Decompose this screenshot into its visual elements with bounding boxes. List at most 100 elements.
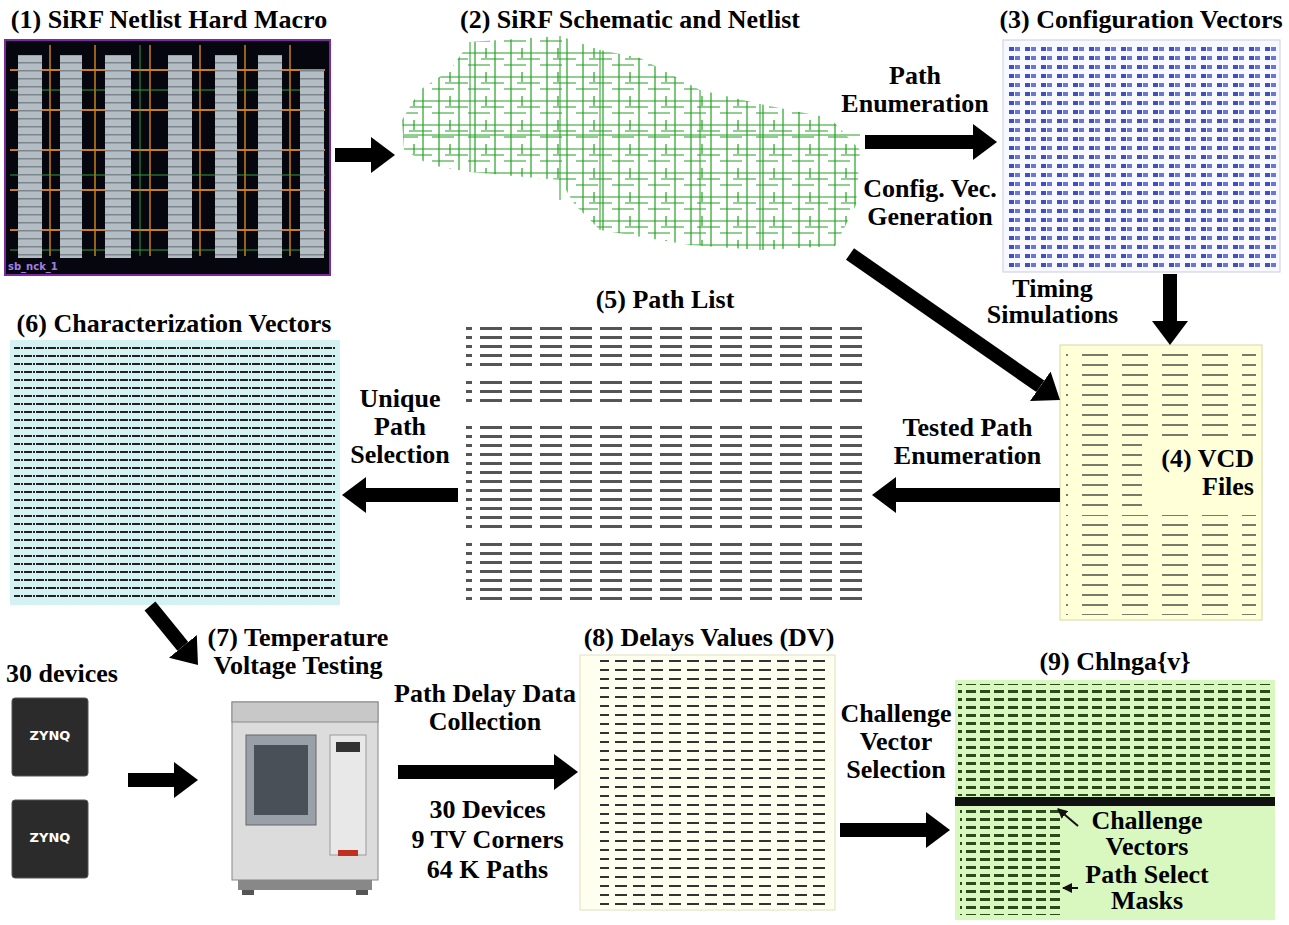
arrow-label: Unique Path Selection bbox=[345, 385, 455, 469]
listing-rows bbox=[1066, 442, 1142, 512]
panel: (8) Delays Values (DV) bbox=[578, 624, 840, 914]
panel: 30 devices bbox=[6, 660, 128, 885]
panel-display bbox=[336, 742, 360, 752]
flow-arrow bbox=[398, 765, 554, 779]
listing-rows bbox=[466, 326, 864, 366]
arrow-label: Path Enumeration bbox=[835, 62, 995, 118]
flow-arrow bbox=[1163, 274, 1177, 321]
annotation: sb_nck_1 bbox=[8, 261, 78, 273]
annotation: 64 K Paths bbox=[400, 856, 575, 884]
panel-heading: 30 devices bbox=[6, 660, 128, 688]
fpga-chips bbox=[12, 698, 88, 878]
listing-rows bbox=[466, 540, 864, 600]
annotation: Config. Vec. Generation bbox=[860, 175, 1000, 231]
arrow-label: Challenge Vector Selection bbox=[840, 700, 952, 784]
matrix-ground bbox=[10, 340, 340, 605]
chamber-body bbox=[232, 702, 378, 880]
hard-macro-layout bbox=[5, 40, 330, 275]
annotation: ZYNQ bbox=[12, 830, 88, 846]
hex-rows bbox=[1008, 44, 1276, 268]
annotation: 9 TV Corners bbox=[400, 826, 575, 854]
file-ground bbox=[955, 680, 1275, 920]
chamber-top bbox=[232, 702, 378, 722]
logic-column bbox=[300, 70, 324, 258]
panel-heading: (5) Path List bbox=[458, 286, 872, 314]
table-rows bbox=[600, 660, 830, 905]
bit-matrix bbox=[10, 340, 340, 605]
flow-arrow bbox=[335, 148, 371, 162]
matrix-rows bbox=[14, 344, 336, 601]
arrow-label: Timing Simulations bbox=[980, 276, 1125, 328]
schematic-wires bbox=[404, 36, 860, 250]
challenge-file bbox=[955, 680, 1275, 920]
flow-arrow bbox=[366, 488, 458, 502]
logic-column bbox=[18, 55, 42, 258]
panel: (1) SiRF Netlist Hard Macro bbox=[3, 6, 335, 278]
panel-badge bbox=[338, 850, 358, 856]
dump-ground bbox=[1003, 40, 1280, 272]
panel-heading: (8) Delays Values (DV) bbox=[578, 624, 840, 652]
table-ground bbox=[580, 655, 835, 910]
flow-arrow bbox=[840, 823, 926, 837]
panel-heading: (2) SiRF Schematic and Netlist bbox=[395, 6, 865, 34]
annotation: 30 Devices bbox=[400, 796, 575, 824]
arrow-label: Path Delay Data Collection bbox=[392, 680, 578, 736]
flow-arrow bbox=[150, 606, 183, 646]
logic-column bbox=[215, 55, 237, 258]
logic-column bbox=[60, 55, 82, 258]
delay-table bbox=[580, 655, 835, 910]
layout-ground bbox=[5, 40, 330, 275]
schematic-drawing bbox=[402, 36, 860, 250]
chamber-door bbox=[246, 735, 316, 825]
separator-band bbox=[955, 797, 1275, 806]
annotation: Path Select Masks bbox=[1082, 862, 1212, 914]
listing-rows bbox=[1066, 515, 1256, 615]
listing-rows bbox=[1066, 352, 1256, 440]
panel-heading: (3) Configuration Vectors bbox=[997, 6, 1285, 34]
listing-rows bbox=[466, 378, 864, 408]
mask-rows bbox=[960, 810, 1060, 915]
vcd-listing bbox=[1060, 345, 1262, 620]
arrow-label: Tested Path Enumeration bbox=[890, 414, 1045, 470]
panel-heading: (7) Temperature Voltage Testing bbox=[198, 624, 398, 680]
chamber-base bbox=[238, 880, 372, 890]
path-listing bbox=[460, 320, 870, 605]
flow-arrow bbox=[896, 488, 1060, 502]
chamber-foot bbox=[356, 890, 368, 895]
vector-rows bbox=[958, 684, 1272, 796]
panel-heading: (6) Characterization Vectors bbox=[6, 310, 342, 338]
flow-arrow bbox=[865, 135, 973, 149]
annotation: ZYNQ bbox=[12, 728, 88, 744]
panel-heading: (4) VCD Files bbox=[1144, 445, 1254, 501]
listing-ground bbox=[1060, 345, 1262, 620]
chamber-window bbox=[254, 745, 308, 815]
control-panel bbox=[330, 735, 366, 855]
panel-heading: (1) SiRF Netlist Hard Macro bbox=[3, 6, 335, 34]
logic-column bbox=[168, 55, 192, 258]
leader-line bbox=[1063, 887, 1078, 889]
hex-dump bbox=[1003, 40, 1280, 272]
schematic-wires bbox=[402, 36, 860, 250]
connector-group bbox=[128, 142, 1170, 830]
chip-package bbox=[12, 800, 88, 878]
listing-rows bbox=[466, 420, 864, 530]
annotation: Challenge Vectors bbox=[1082, 808, 1212, 860]
flow-arrow bbox=[128, 773, 174, 787]
panel: (5) Path List bbox=[458, 286, 872, 606]
chamber-foot bbox=[242, 890, 254, 895]
leader-line bbox=[1058, 809, 1078, 826]
listing-ground bbox=[460, 320, 870, 605]
panel: (3) Configuration Vectors bbox=[997, 6, 1285, 274]
logic-column bbox=[105, 55, 131, 258]
panel: (6) Characterization Vectors bbox=[6, 310, 342, 606]
logic-column bbox=[258, 55, 282, 258]
panel: (2) SiRF Schematic and Netlist bbox=[395, 6, 865, 254]
environmental-chamber bbox=[232, 702, 378, 895]
panel: (7) Temperature Voltage Testing bbox=[198, 624, 398, 906]
chip-package bbox=[12, 698, 88, 776]
panel: (4) VCD Files bbox=[1060, 345, 1262, 620]
panel-heading: (9) Chlnga{v} bbox=[950, 648, 1280, 676]
